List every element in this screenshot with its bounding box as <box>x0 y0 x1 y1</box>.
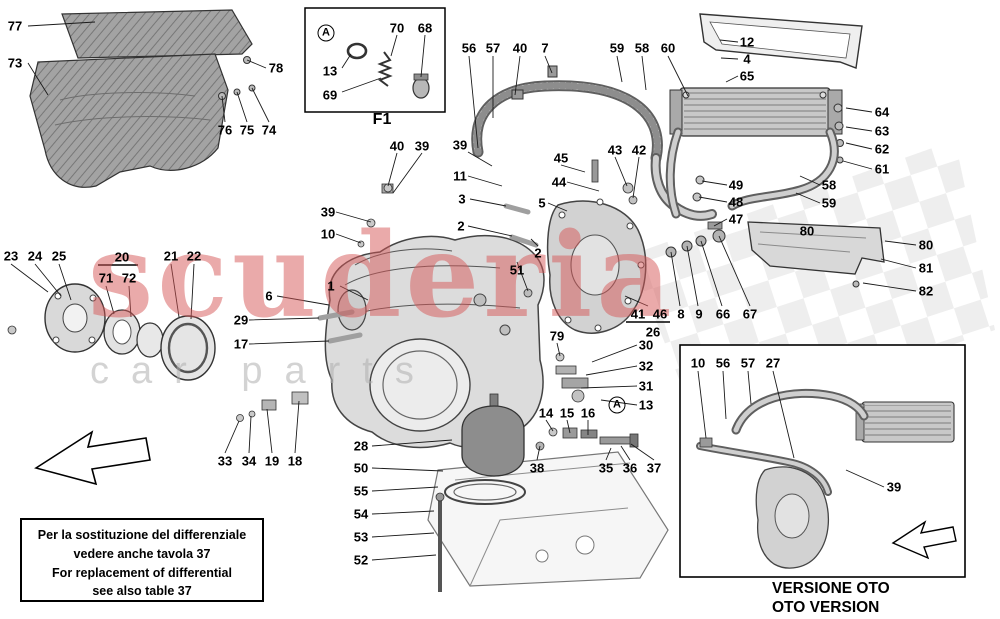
plug <box>412 77 430 99</box>
note-line-4: see also table 37 <box>92 584 192 599</box>
note-line-2: vedere anche tavola 37 <box>73 546 211 561</box>
replacement-note-box: Per la sostituzione del differenziale ve… <box>20 518 264 602</box>
differential-cover-plate <box>546 198 647 334</box>
radiator-upper-bracket <box>699 13 863 164</box>
radiator-lower-shield <box>747 221 885 288</box>
breather-parts <box>548 352 639 448</box>
heat-shield <box>29 9 256 188</box>
differential-housing <box>317 159 638 449</box>
oto-version-title: VERSIONE OTO OTO VERSION <box>772 580 890 617</box>
f1-detail-inset <box>304 7 446 113</box>
direction-arrow-left <box>34 430 151 486</box>
cooling-hoses <box>471 65 839 221</box>
group-underlines <box>98 264 670 323</box>
flange-and-seals <box>7 283 309 422</box>
spring <box>377 51 393 87</box>
oto-title-line-1: VERSIONE OTO <box>772 580 890 597</box>
oto-version-inset <box>679 344 966 578</box>
note-line-3: For replacement of differential <box>52 565 232 580</box>
note-line-1: Per la sostituzione del differenziale <box>37 528 247 542</box>
o-ring <box>346 42 368 60</box>
subframe-and-mount <box>427 393 669 592</box>
leader-lines <box>10 21 917 561</box>
oil-cooler-radiator <box>669 87 843 137</box>
oto-title-line-2: OTO VERSION <box>772 598 880 616</box>
